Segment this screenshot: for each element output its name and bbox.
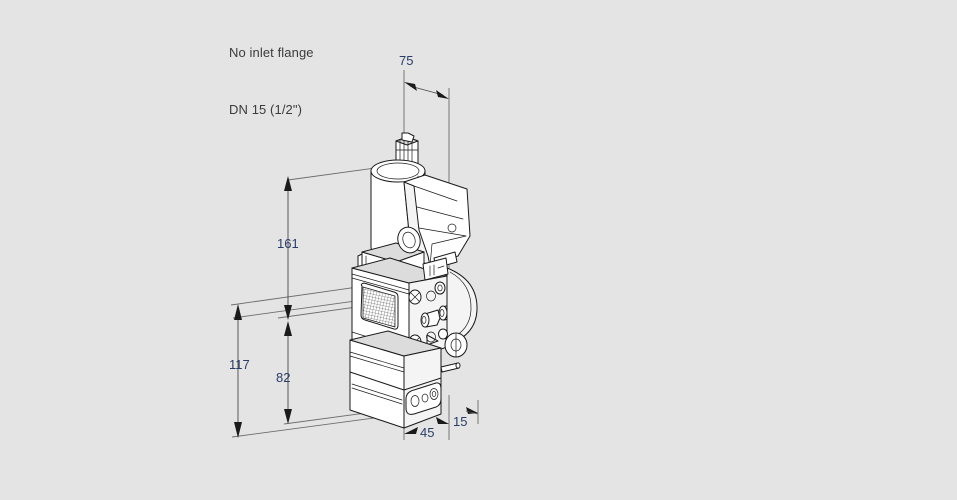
valve-assembly xyxy=(349,132,478,429)
dimension-label-height-total: 161 xyxy=(277,236,299,251)
title-line-1: No inlet flange xyxy=(229,45,314,60)
lower-base-block xyxy=(349,330,461,429)
mesh-grille-panel xyxy=(360,282,399,330)
dimension-label-height-left: 117 xyxy=(229,357,250,372)
valve-body xyxy=(351,257,459,361)
dimension-label-width-top: 75 xyxy=(399,53,414,68)
regulator-dome xyxy=(422,257,478,358)
title-block: No inlet flange DN 15 (1/2") xyxy=(229,5,314,138)
base-nameplate xyxy=(405,382,442,415)
side-pin xyxy=(440,362,461,373)
dimension-label-depth-body: 45 xyxy=(420,425,435,440)
dimension-lines xyxy=(234,82,479,438)
dimension-label-height-lower: 82 xyxy=(276,370,291,385)
title-line-2: DN 15 (1/2") xyxy=(229,102,303,117)
dimension-label-depth-flange: 15 xyxy=(453,414,468,429)
